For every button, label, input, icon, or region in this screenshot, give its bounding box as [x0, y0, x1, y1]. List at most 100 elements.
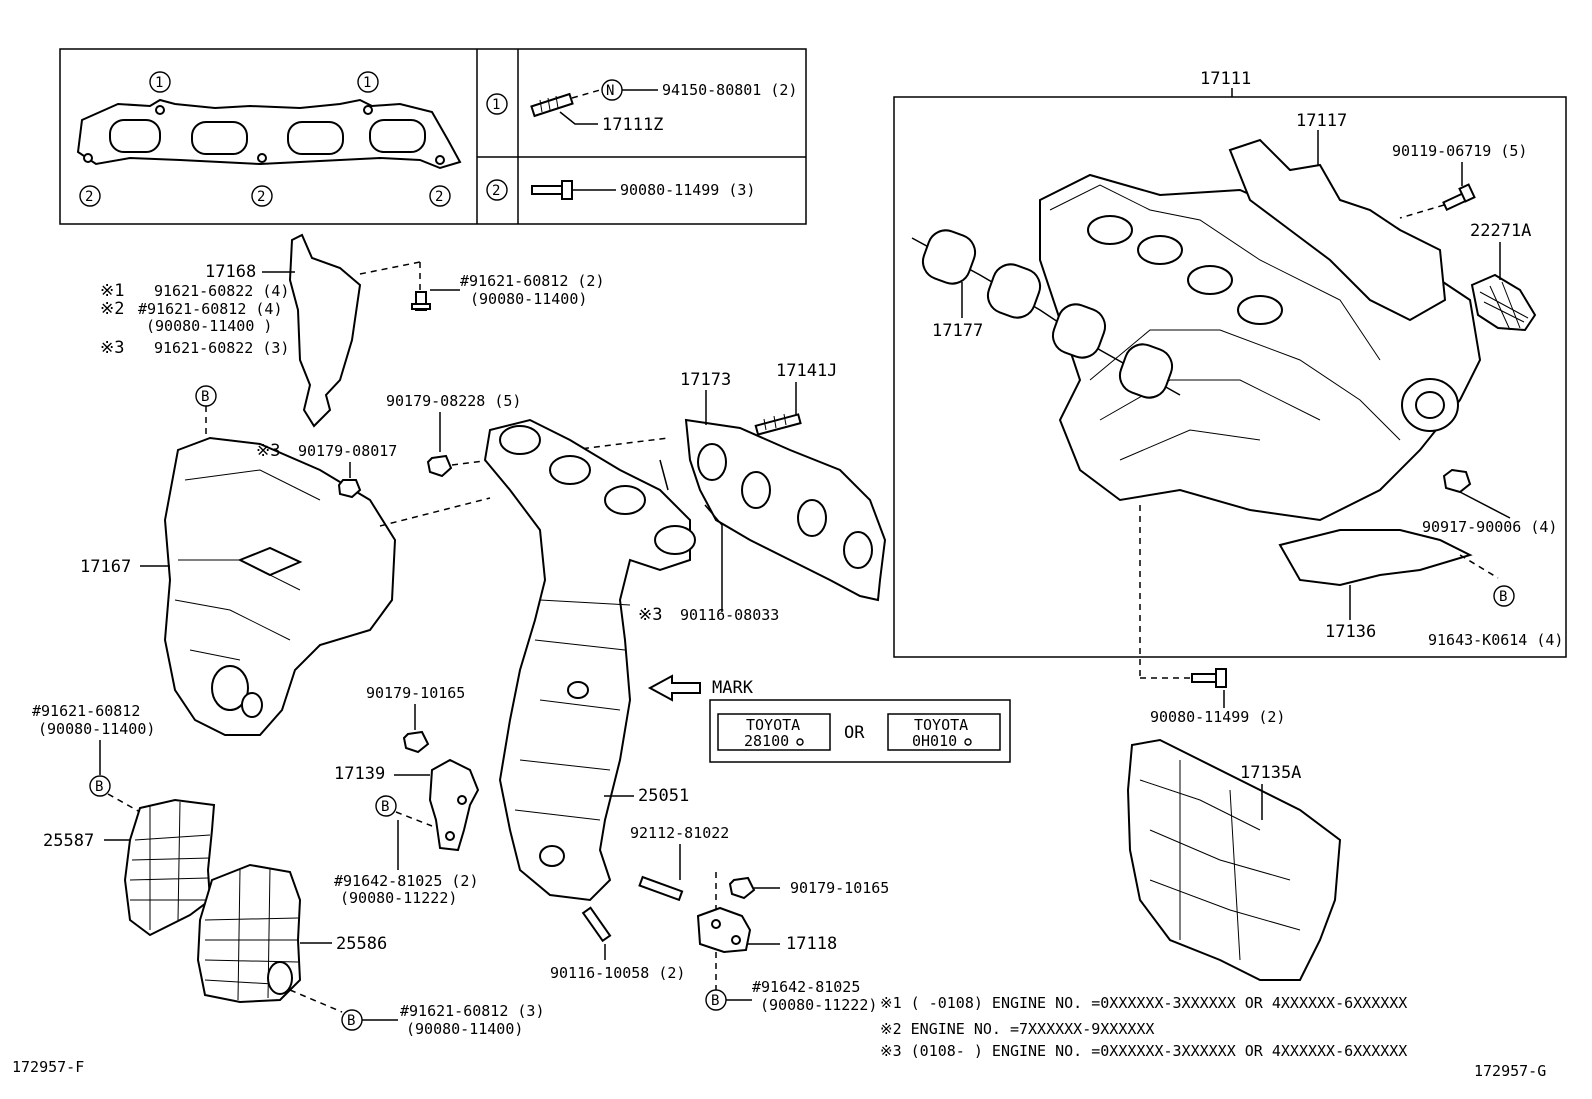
toyota-mark-2-code: 0H010: [912, 732, 957, 750]
toyota-mark-1-code: 28100: [744, 732, 789, 750]
part-90080-11400-c: (90080-11400): [406, 1020, 523, 1038]
part-25051: 25051: [638, 786, 689, 806]
circle-b-upper: B: [201, 389, 209, 405]
sensor-22271a: [1470, 273, 1537, 332]
note-1-part: 91621-60822 (4): [154, 282, 289, 300]
bolt-90119-icon: [1442, 183, 1476, 212]
part-17139: 17139: [334, 764, 385, 784]
part-91621-60812-3: #91621-60812 (3): [400, 1002, 545, 1020]
mark-label: MARK: [712, 678, 754, 698]
manifold-heat-insulator-17167: [163, 436, 397, 736]
note-3-mark: ※3: [100, 338, 124, 358]
gasket-legend-box: 1 1 2 2 2 1 2 N 94150-80801 (2) 17111Z 9…: [59, 48, 807, 225]
part-17168: 17168: [205, 262, 256, 282]
bracket-17136: [1278, 529, 1473, 587]
note-3-mark-08017: ※3: [256, 441, 280, 461]
part-22271a: 22271A: [1470, 221, 1531, 241]
footnote-3: ※3 (0108- ) ENGINE NO. =0XXXXXX-3XXXXXX …: [880, 1042, 1407, 1060]
bracket-17139: [428, 758, 480, 852]
part-90080-11499: 90080-11499 (3): [620, 181, 755, 199]
note-3-mark-08033: ※3: [638, 605, 662, 625]
toyota-mark-1-name: TOYOTA: [746, 716, 800, 734]
exhaust-gasket-outline: [76, 98, 462, 170]
ref-2-right: 2: [435, 189, 443, 205]
insulator-25587: [123, 798, 216, 937]
part-90179-10165-left: 90179-10165: [366, 684, 465, 702]
mark-arrow-icon: [647, 674, 701, 702]
part-90179-08017: 90179-08017: [298, 442, 397, 460]
stud-icon: [530, 92, 574, 118]
part-17177: 17177: [932, 321, 983, 341]
circle-b-17139: B: [381, 799, 389, 815]
part-90080-11400-left: (90080-11400): [38, 720, 155, 738]
stud-17141j-icon: [754, 413, 802, 436]
exhaust-manifold-converter: [483, 418, 691, 902]
part-90080-11222-a: (90080-11222): [340, 889, 457, 907]
part-25587: 25587: [43, 831, 94, 851]
stud-90116-10058-icon: [581, 906, 612, 943]
part-17135a: 17135A: [1240, 763, 1301, 783]
part-91643-k0614: 91643-K0614 (4): [1428, 631, 1563, 649]
part-17111: 17111: [1200, 69, 1251, 89]
toyota-mark-2-name: TOYOTA: [914, 716, 968, 734]
part-17118: 17118: [786, 934, 837, 954]
exhaust-gasket-17173: [684, 418, 887, 602]
circle-b-left: B: [95, 779, 103, 795]
intake-gasket-17177: [911, 229, 1181, 399]
toyota-mark-box: TOYOTA 28100 OR TOYOTA 0H010: [709, 699, 1011, 763]
part-17173: 17173: [680, 370, 731, 390]
part-25586: 25586: [336, 934, 387, 954]
circle-b-17118: B: [711, 993, 719, 1009]
nut-90917-icon: [1442, 468, 1472, 494]
figure-code-right: 172957-G: [1474, 1062, 1546, 1080]
note-2-mark: ※2: [100, 299, 124, 319]
part-90917-90006: 90917-90006 (4): [1422, 518, 1557, 536]
note-3-part: 91621-60822 (3): [154, 339, 289, 357]
or-label: OR: [844, 723, 865, 743]
circle-b-right: B: [1499, 589, 1507, 605]
ref-2-left: 2: [85, 189, 93, 205]
part-90116-08033: 90116-08033: [680, 606, 779, 624]
nut-08228-icon: [426, 454, 453, 478]
part-17141j: 17141J: [776, 361, 837, 381]
bolt-17168-icon: [411, 291, 431, 311]
part-91642-81025-2: #91642-81025 (2): [334, 872, 479, 890]
circle-b-25586: B: [347, 1013, 355, 1029]
ref-2-legend: 2: [492, 183, 500, 199]
note-1-mark: ※1: [100, 281, 124, 301]
nut-10165-left-icon: [402, 730, 430, 754]
note-2-alt: (90080-11400 ): [146, 317, 272, 335]
part-90116-10058: 90116-10058 (2): [550, 964, 685, 982]
part-90179-08228: 90179-08228 (5): [386, 392, 521, 410]
footnote-2: ※2 ENGINE NO. =7XXXXXX-9XXXXXX: [880, 1020, 1154, 1038]
part-90080-11400-a: (90080-11400): [470, 290, 587, 308]
part-91621-60812-left: #91621-60812: [32, 702, 140, 720]
part-90119-06719: 90119-06719 (5): [1392, 142, 1527, 160]
ref-1-top-left: 1: [155, 75, 163, 91]
bolt-icon: [531, 180, 573, 200]
footnote-1: ※1 ( -0108) ENGINE NO. =0XXXXXX-3XXXXXX …: [880, 994, 1407, 1012]
nut-n-icon: N: [606, 83, 614, 99]
manifold-cover-17117: [1228, 138, 1447, 322]
part-91621-60812-2: #91621-60812 (2): [460, 272, 605, 290]
bolt-90080-2-icon: [1191, 668, 1227, 688]
part-90179-10165-right: 90179-10165: [790, 879, 889, 897]
ref-1-legend: 1: [492, 97, 500, 113]
ref-2-middle: 2: [257, 189, 265, 205]
figure-code-left: 172957-F: [12, 1058, 84, 1076]
part-17136: 17136: [1325, 622, 1376, 642]
part-90080-11222-b: (90080-11222): [760, 996, 877, 1014]
part-92112-81022: 92112-81022: [630, 824, 729, 842]
intake-manifold-group: 17111 17117 90119-06719 (5) 22271A: [893, 69, 1567, 658]
part-17117: 17117: [1296, 111, 1347, 131]
bracket-17118: [696, 906, 752, 954]
part-94150-80801: 94150-80801 (2): [662, 81, 797, 99]
part-17111z: 17111Z: [602, 115, 663, 135]
nut-10165-right-icon: [728, 876, 756, 900]
part-90080-11499-2: 90080-11499 (2): [1150, 708, 1285, 726]
stud-92112-icon: [638, 875, 684, 902]
part-17167: 17167: [80, 557, 131, 577]
heat-shield-17168: [288, 233, 362, 428]
nut-08017-icon: [337, 479, 362, 499]
